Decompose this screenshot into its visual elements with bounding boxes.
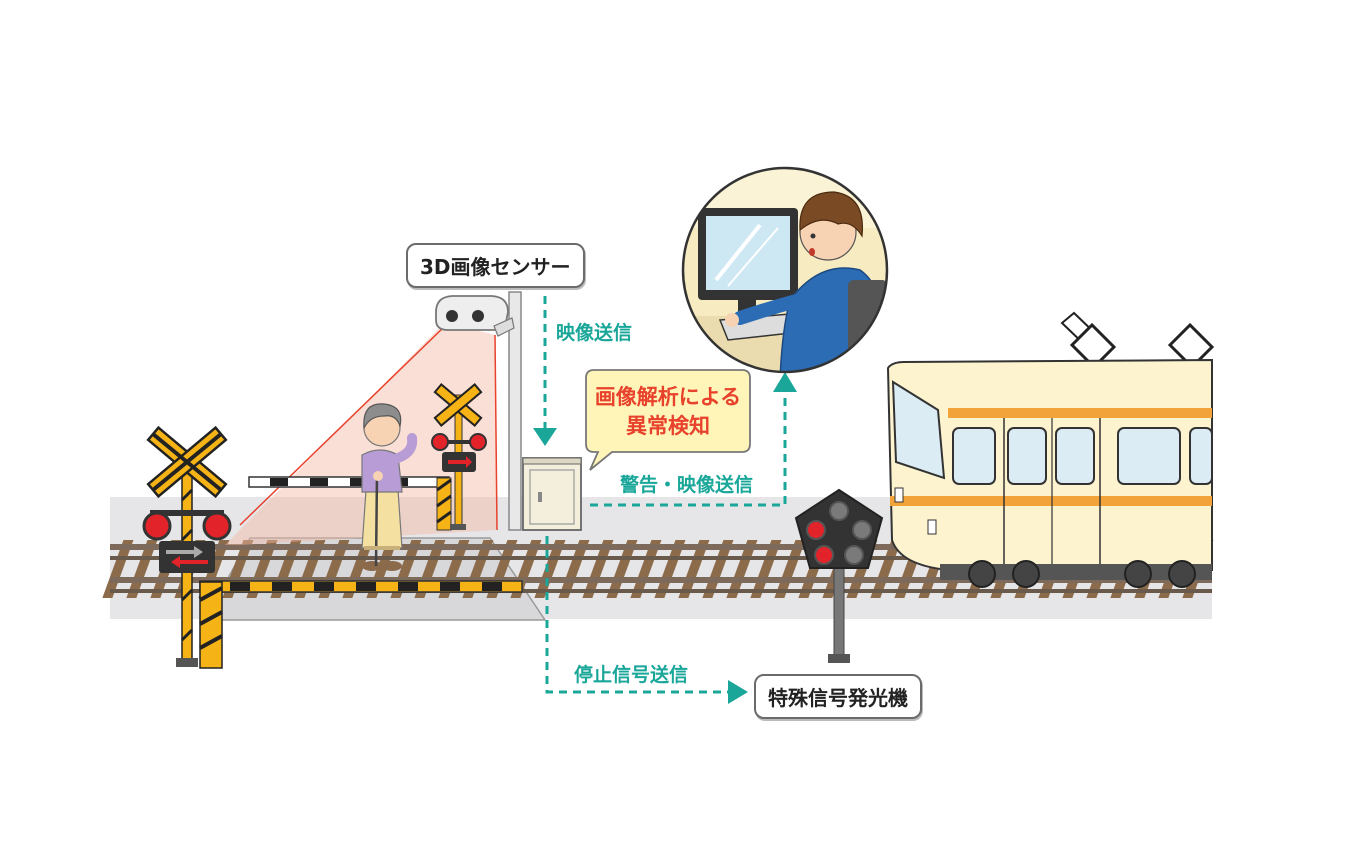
control-cabinet-icon	[522, 457, 582, 531]
sensor-beam-left	[239, 325, 446, 526]
analysis-speech-bubble	[585, 369, 751, 471]
analysis-label-line2: 異常検知	[626, 414, 710, 438]
train-illustration	[886, 311, 1215, 588]
railway-tie	[870, 540, 902, 598]
arrow-heads	[533, 372, 797, 704]
crossing-barrier-far	[248, 476, 452, 531]
3d-camera-icon	[435, 295, 515, 337]
warning-send-label: 警告・映像送信	[620, 474, 754, 496]
sensor-label: 3D画像センサー	[406, 243, 585, 288]
special-signal-light	[794, 488, 884, 663]
railway-tie	[534, 540, 566, 598]
railway-tie	[726, 540, 758, 598]
railway-tie	[582, 540, 614, 598]
elderly-pedestrian-figure	[361, 403, 418, 571]
railway-tie	[702, 540, 734, 598]
railway-tie	[102, 540, 134, 598]
sensor-beam-right	[494, 334, 498, 531]
special-signal-label: 特殊信号発光機	[754, 674, 922, 719]
railway-tie	[630, 540, 662, 598]
railway-tie	[606, 540, 638, 598]
video-send-label: 映像送信	[556, 322, 633, 344]
crossing-signal-near	[142, 425, 232, 667]
railway-tie	[774, 540, 806, 598]
sensor-detection-area	[225, 322, 497, 545]
railway-tie	[558, 540, 590, 598]
sensor-pole	[508, 291, 522, 531]
rails	[110, 544, 1212, 593]
warning-send-arrow	[590, 392, 787, 507]
data-flow-arrows	[543, 282, 787, 694]
stop-signal-arrow	[545, 536, 728, 694]
railway-tie	[678, 540, 710, 598]
monitoring-operator-illustration	[681, 166, 889, 374]
crossing-signal-far	[431, 383, 487, 530]
analysis-label-line1: 画像解析による	[594, 385, 742, 409]
stop-signal-send-label: 停止信号送信	[574, 664, 689, 686]
crossing-barrier-near	[199, 580, 523, 669]
railway-tie	[126, 540, 158, 598]
railway-tie	[750, 540, 782, 598]
railway-tie	[654, 540, 686, 598]
